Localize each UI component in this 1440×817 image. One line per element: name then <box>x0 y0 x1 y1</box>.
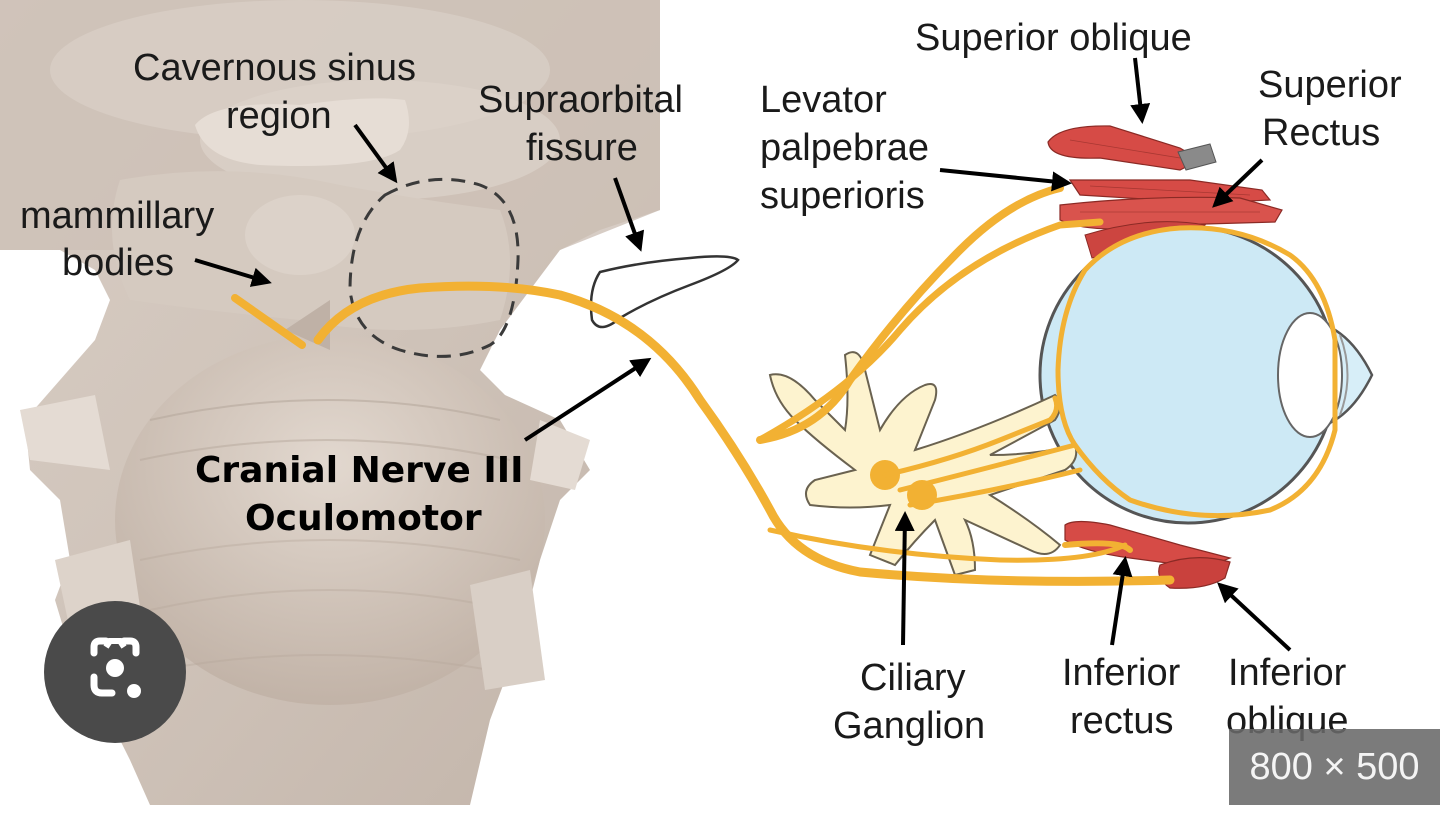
cavernous-sinus-outline <box>348 177 520 358</box>
eyeball <box>1038 225 1374 525</box>
arrow-ciliary-ganglion <box>894 511 915 646</box>
label-supraorbital-2: fissure <box>526 127 638 169</box>
label-inferior-rectus-1: Inferior <box>1062 652 1181 694</box>
label-arrows <box>194 57 1292 652</box>
arrow-mammillary-bodies <box>194 258 272 287</box>
arrow-cavernous-sinus <box>353 123 398 184</box>
label-cavernous-sinus-1: Cavernous sinus <box>133 47 416 89</box>
label-supraorbital-1: Supraorbital <box>478 79 683 121</box>
label-inferior-oblique-1: Inferior <box>1228 652 1347 694</box>
supraorbital-fissure-shape <box>589 255 740 329</box>
label-levator-3: superioris <box>760 175 925 217</box>
oculomotor-nerve <box>231 184 1338 586</box>
label-levator-2: palpebrae <box>760 127 929 169</box>
label-oculomotor: Oculomotor <box>245 498 482 539</box>
label-cavernous-sinus-2: region <box>226 95 332 137</box>
arrow-superior-rectus <box>1212 158 1264 208</box>
label-levator-1: Levator <box>760 79 887 121</box>
label-ciliary-1: Ciliary <box>860 657 966 699</box>
arrow-inferior-oblique <box>1217 582 1292 652</box>
visual-search-button[interactable] <box>44 601 186 743</box>
arrow-inferior-rectus <box>1110 556 1133 646</box>
label-superior-rectus-1: Superior <box>1258 64 1402 106</box>
arrow-levator <box>939 168 1072 192</box>
camera-search-icon <box>90 637 141 698</box>
superior-oblique-muscle <box>1047 125 1202 171</box>
brainstem-photo <box>0 0 660 805</box>
arrow-cranial-nerve <box>523 357 652 442</box>
label-ciliary-2: Ganglion <box>833 705 985 747</box>
label-inferior-rectus-2: rectus <box>1070 700 1173 742</box>
label-mammillary-2: bodies <box>62 242 174 284</box>
label-superior-oblique: Superior oblique <box>915 17 1192 59</box>
label-superior-rectus-2: Rectus <box>1262 112 1380 154</box>
arrow-superior-oblique <box>1130 57 1151 124</box>
label-mammillary-1: mammillary <box>20 195 214 237</box>
arrow-supraorbital-fissure <box>613 177 645 252</box>
image-size-badge: 800 × 500 <box>1229 729 1440 805</box>
label-cranial-nerve: Cranial Nerve III <box>195 450 524 491</box>
